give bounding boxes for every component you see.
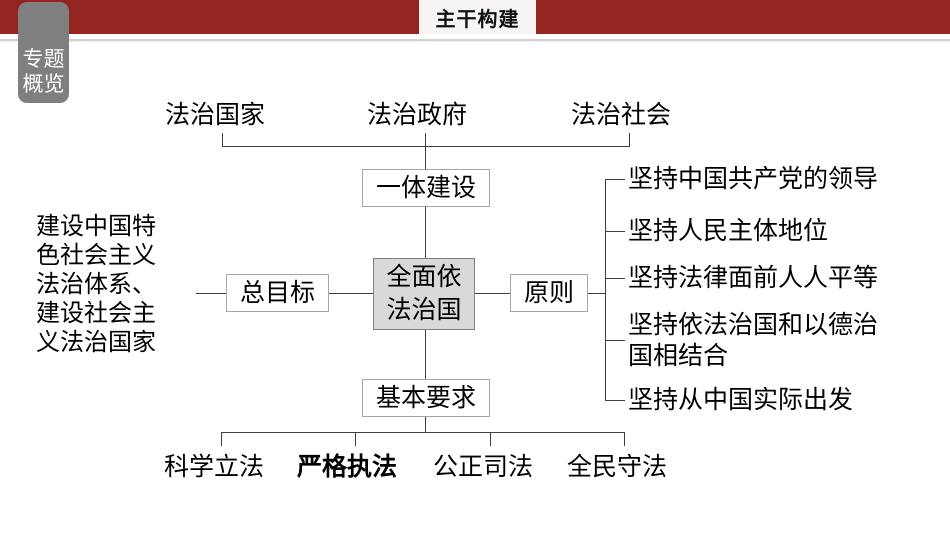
link-detail-to-left-node xyxy=(196,293,226,294)
right-bracket-stub-5 xyxy=(605,400,625,401)
link-center-to-right xyxy=(475,293,510,294)
header-divider xyxy=(0,39,950,41)
sidebar-tab-label-line1: 专题 xyxy=(22,48,65,71)
bottom-child-1: 科学立法 xyxy=(164,453,265,481)
link-top-to-center xyxy=(425,207,426,258)
right-bracket-stub-2 xyxy=(605,231,625,232)
node-left-branch[interactable]: 总目标 xyxy=(226,274,329,312)
top-bracket-stub-3 xyxy=(629,133,630,146)
right-bracket-spine xyxy=(605,179,606,400)
bottom-bracket-drop xyxy=(425,417,426,432)
top-child-2: 法治政府 xyxy=(367,101,468,129)
link-left-to-center xyxy=(329,293,373,294)
node-bottom-branch[interactable]: 基本要求 xyxy=(362,379,490,417)
principle-item-3: 坚持法律面前人人平等 xyxy=(628,264,879,292)
top-bracket-spine xyxy=(222,146,630,147)
principle-item-5: 坚持从中国实际出发 xyxy=(628,386,854,414)
bottom-child-4: 全民守法 xyxy=(567,453,668,481)
header-divider-secondary xyxy=(0,41,950,42)
principle-item-4: 坚持依法治国和以德治 国相结合 xyxy=(628,311,879,370)
right-bracket-connector xyxy=(588,293,605,294)
bottom-bracket-stub-2 xyxy=(355,432,356,446)
node-center[interactable]: 全面依 法治国 xyxy=(373,258,475,330)
sidebar-tab-label-line2: 概览 xyxy=(22,73,65,96)
top-bracket-stub-1 xyxy=(222,133,223,146)
right-bracket-stub-3 xyxy=(605,278,625,279)
right-bracket-stub-4 xyxy=(605,340,625,341)
bottom-bracket-spine xyxy=(221,432,624,433)
top-child-1: 法治国家 xyxy=(165,101,266,129)
top-bracket-drop xyxy=(425,146,426,169)
node-right-branch[interactable]: 原则 xyxy=(510,274,588,312)
principle-item-2: 坚持人民主体地位 xyxy=(628,217,829,245)
bottom-child-2: 严格执法 xyxy=(297,453,398,481)
bottom-child-3: 公正司法 xyxy=(433,453,534,481)
link-center-to-bottom xyxy=(425,330,426,379)
bottom-bracket-stub-3 xyxy=(490,432,491,446)
node-top-branch[interactable]: 一体建设 xyxy=(362,169,490,207)
header-title-box: 主干构建 xyxy=(419,0,536,34)
principle-item-1: 坚持中国共产党的领导 xyxy=(628,165,879,193)
bottom-bracket-stub-1 xyxy=(221,432,222,446)
bottom-bracket-stub-4 xyxy=(624,432,625,446)
sidebar-tab-topic-overview[interactable]: 专题 概览 xyxy=(18,2,69,103)
page-title: 主干构建 xyxy=(435,8,520,31)
right-bracket-stub-1 xyxy=(605,179,625,180)
top-bracket-stub-2 xyxy=(425,133,426,146)
top-child-3: 法治社会 xyxy=(571,101,672,129)
left-detail-text: 建设中国特 色社会主义 法治体系、 建设社会主 义法治国家 xyxy=(36,213,156,356)
